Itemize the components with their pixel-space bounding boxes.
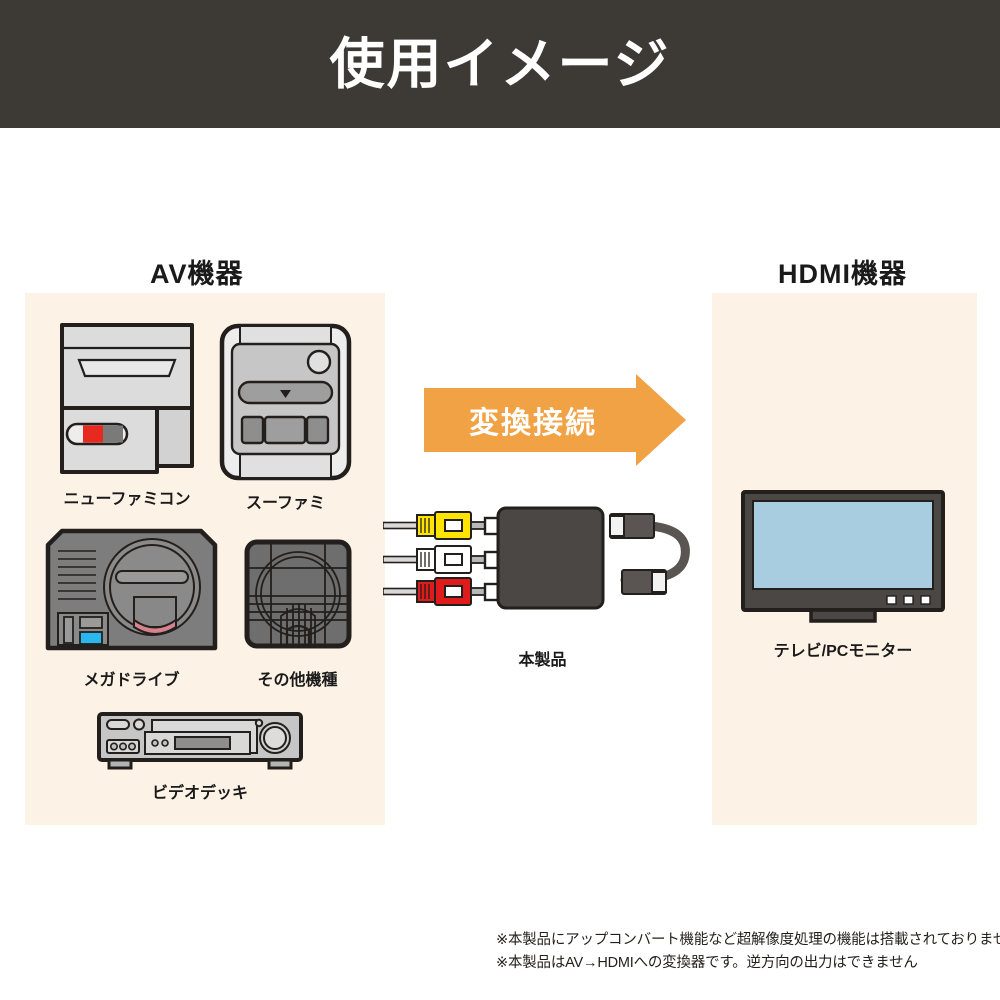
footnote-1: ※本製品にアップコンバート機能など超解像度処理の機能は搭載されておりません <box>496 932 1000 948</box>
arrow-shape <box>424 374 686 466</box>
device-tv-monitor <box>739 488 947 625</box>
converter-assembly <box>382 500 713 615</box>
device-label-mega-drive: メガドライブ <box>83 672 180 689</box>
device-label-new-famicom: ニューファミコン <box>63 491 191 508</box>
footnote-2: ※本製品はAV→HDMIへの変換器です。逆方向の出力はできません <box>496 955 918 972</box>
device-super-famicom <box>218 322 353 482</box>
rca-plug-audio-right <box>416 577 486 606</box>
device-label-super-famicom: スーファミ <box>245 495 326 512</box>
conversion-arrow: 変換接続 <box>424 374 686 466</box>
converter-body <box>496 506 605 610</box>
device-label-converter: 本製品 <box>518 652 567 669</box>
rca-plug-video <box>416 511 486 540</box>
section-heading-hdmi: HDMI機器 <box>778 259 907 289</box>
tv-stand <box>809 608 877 623</box>
tv-indicator-lights <box>886 595 931 605</box>
footnotes: ※本製品にアップコンバート機能など超解像度処理の機能は搭載されておりません ※本… <box>496 929 1000 976</box>
device-label-vcr: ビデオデッキ <box>151 785 248 802</box>
device-mega-drive <box>44 527 219 652</box>
section-heading-av: AV機器 <box>150 259 244 289</box>
device-new-famicom <box>57 320 197 480</box>
page-title: 使用イメージ <box>329 32 671 95</box>
device-other-model <box>243 538 353 650</box>
header-banner: 使用イメージ <box>0 0 1000 128</box>
device-label-other-model: その他機種 <box>257 672 338 689</box>
device-vcr <box>95 710 305 772</box>
rca-plug-audio-left <box>416 545 486 574</box>
device-label-tv-monitor: テレビ/PCモニター <box>773 643 913 660</box>
